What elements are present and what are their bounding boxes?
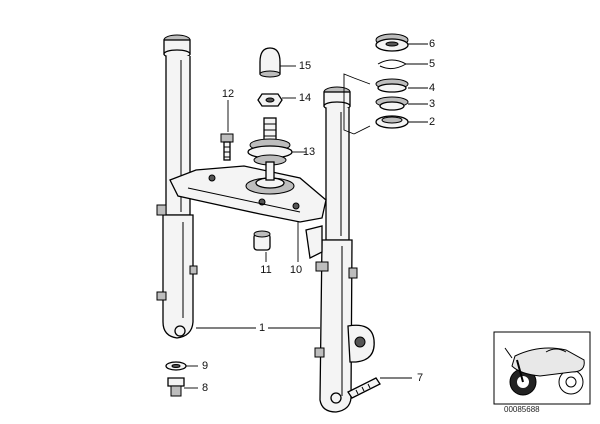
callout-9: 9 <box>201 360 209 372</box>
washer-9 <box>165 361 187 371</box>
steering-stem <box>247 117 293 181</box>
steering-bearing-stack <box>343 33 409 135</box>
leader-lines <box>184 43 428 389</box>
callout-15: 15 <box>298 60 312 72</box>
callout-10: 10 <box>289 264 303 276</box>
callout-1: 1 <box>258 322 266 334</box>
screw-7 <box>347 377 381 399</box>
callout-6: 6 <box>428 38 436 50</box>
callout-7: 7 <box>416 372 424 384</box>
bolt-12 <box>220 133 234 161</box>
callout-2: 2 <box>428 116 436 128</box>
nut-14 <box>257 93 283 107</box>
vehicle-inset <box>493 331 591 405</box>
callout-4: 4 <box>428 82 436 94</box>
callout-13: 13 <box>302 146 316 158</box>
callout-11: 11 <box>260 264 272 276</box>
motorcycle-icon <box>504 347 585 396</box>
callout-12: 12 <box>221 88 235 100</box>
callout-14: 14 <box>298 92 312 104</box>
buffer-11 <box>253 230 271 251</box>
bolt-8 <box>167 377 185 397</box>
image-number: 00085688 <box>504 405 540 414</box>
callout-5: 5 <box>428 58 436 70</box>
right-fork-tube <box>305 86 375 413</box>
callout-8: 8 <box>201 382 209 394</box>
fork-bridge <box>169 165 327 223</box>
cap-15 <box>259 47 281 78</box>
callout-3: 3 <box>428 98 436 110</box>
